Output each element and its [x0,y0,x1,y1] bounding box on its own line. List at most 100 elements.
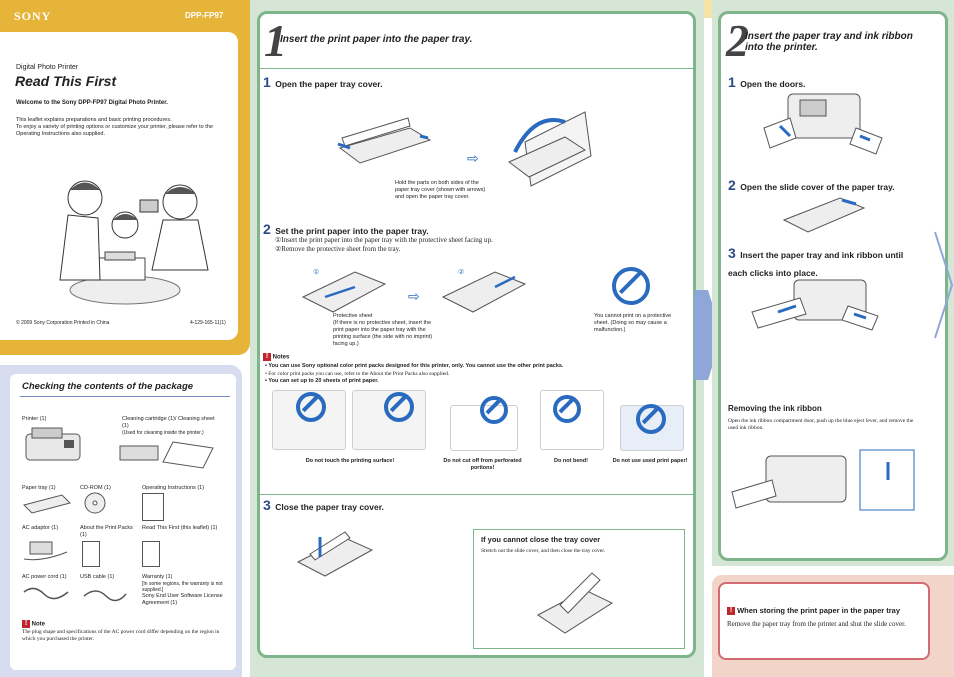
step2-title: Insert the paper tray and ink ribbon int… [745,31,913,53]
note-3: • You can set up to 20 sheets of print p… [265,378,379,384]
substep2-2: 2 Open the slide cover of the paper tray… [728,177,895,195]
contents-note-text: The plug shape and specifications of the… [22,629,220,642]
substep2-2-title: Open the slide cover of the paper tray. [740,182,895,192]
family-illustration [59,180,209,305]
slide-cover-illustration [537,572,614,634]
warning-icon-storing: ! [727,607,735,616]
circle-label-2: ② [458,269,465,276]
read-first-illustration [142,541,160,567]
substep1-2-number: 2 [263,221,271,237]
substep2-1-number: 1 [728,74,736,90]
step2-number: 2 [726,15,749,66]
item-paper-tray: Paper tray (1) [22,485,56,491]
remove-sheet-illustration [441,271,527,313]
caption-do-not-bend: Do not bend! [554,458,588,464]
item-cleaning: Cleaning cartridge (1)/ Cleaning sheet (… [122,416,215,429]
item-about-print-packs: About the Print Packs (1) [80,525,133,538]
close-cover-illustration [296,531,374,577]
contents-divider [20,396,230,397]
substep2-3-number: 3 [728,245,736,261]
product-category: Digital Photo Printer [16,64,79,71]
welcome-text: Welcome to the Sony DPP-FP97 Digital Pho… [16,100,168,106]
protective-sheet-label: Protective sheet [333,313,373,319]
cannot-close-box [473,529,685,649]
substep2-3-title: Insert the paper tray and ink ribbon unt… [728,250,904,278]
storing-card [718,582,930,660]
intro-paragraph-2: To enjoy a variety of printing options o… [16,124,213,137]
ac-adaptor-illustration [23,541,68,561]
circle-label-1: ① [313,269,320,276]
slide-cover-open-illustration [782,197,866,233]
prohibited-icon-2 [384,392,414,422]
tray-cover-illustration-2 [508,111,592,187]
prohibited-icon-1 [296,392,326,422]
substep1-2: 2 Set the print paper into the paper tra… [263,221,429,239]
note-label-text: Note [31,621,46,628]
brand-logo: SONY [14,9,52,23]
substep1-1-number: 1 [263,74,271,90]
notes-label: Notes [272,354,290,361]
insert-tray-illustration [751,279,879,331]
next-arrow-icon-2: ⇨ [408,288,420,304]
caption-do-not-touch: Do not touch the printing surface! [305,458,395,464]
paper-tray-illustration [23,494,71,514]
usb-cable-illustration [83,590,127,602]
remove-ribbon-illustration [731,449,915,511]
substep1-3-number: 3 [263,497,271,513]
page-continue-chevron-icon [934,231,954,339]
contents-note-label: ! Note [22,620,45,628]
substep1-3: 3 Close the paper tray cover. [263,497,384,515]
item-read-this-first: Read This First (this leaflet) (1) [142,525,218,531]
printer-illustration [25,427,81,461]
item-ac-power-cord: AC power cord (1) [22,574,67,580]
open-doors-illustration [763,93,883,155]
item-usb-cable: USB cable (1) [80,574,115,580]
substep1-1-title: Open the paper tray cover. [275,79,383,89]
storing-text: Remove the paper tray from the printer a… [727,620,906,628]
remove-ribbon-title: Removing the ink ribbon [728,404,822,413]
substep2-1: 1 Open the doors. [728,74,805,92]
insert-paper-illustration [301,271,387,313]
part-number: 4-129-165-11(1) [190,320,226,326]
leaflet-illustration [82,541,100,567]
substep1-2-title: Set the print paper into the paper tray. [275,226,429,236]
step1-divider-2 [260,494,693,495]
caption-do-not-use-used: Do not use used print paper! [612,458,688,464]
storing-title: ! When storing the print paper in the pa… [727,606,900,616]
step1-number: 1 [264,15,287,66]
item-cleaning-note: (Used for cleaning inside the printer.) [122,430,204,436]
intro-paragraph-1: This leaflet explains preparations and b… [16,117,172,123]
cannot-print-note: You cannot print on a protective sheet. … [594,313,672,333]
cannot-close-text: Stretch out the slide cover, and then cl… [481,548,606,554]
note-2: • For color print packs you can use, ref… [265,371,450,377]
substep2-1-title: Open the doors. [740,79,806,89]
substep2-3: 3 Insert the paper tray and ink ribbon u… [728,245,923,281]
step1-divider [260,68,693,69]
power-cord-illustration [23,587,69,600]
substep1-1-caption: Hold the parts on both sides of the pape… [395,180,486,200]
page-title: Read This First [15,73,117,89]
contents-title: Checking the contents of the package [22,381,194,392]
item-printer: Printer (1) [22,416,47,422]
warning-icon-notes: ! [263,353,271,361]
caption-do-not-cut: Do not cut off from perforated portions! [443,458,522,471]
warning-icon: ! [22,620,30,628]
substep2-2-number: 2 [728,177,736,193]
substep1-2-instruction-b: ②Remove the protective sheet from the tr… [275,245,401,253]
model-number: DPP-FP97 [185,11,224,20]
next-arrow-icon: ⇨ [467,150,479,166]
remove-ribbon-text: Open the ink ribbon compartment door, pu… [728,418,914,431]
item-operating-instructions: Operating Instructions (1) [142,485,205,491]
item-eula: Sony End User Software License Agreement… [142,593,223,606]
substep1-1: 1 Open the paper tray cover. [263,74,382,92]
manual-illustration [142,493,164,521]
prohibited-icon-5 [636,404,666,434]
note-1: • You can use Sony optional color print … [265,363,564,369]
cannot-close-title: If you cannot close the tray cover [481,535,601,544]
cleaning-cartridge-illustration [119,441,214,469]
substep1-3-title: Close the paper tray cover. [275,502,384,512]
cdrom-illustration [84,492,106,514]
copyright: © 2009 Sony Corporation Printed in China [16,320,110,326]
prohibited-icon-4 [553,395,581,423]
step1-title: Insert the print paper into the paper tr… [280,34,473,45]
